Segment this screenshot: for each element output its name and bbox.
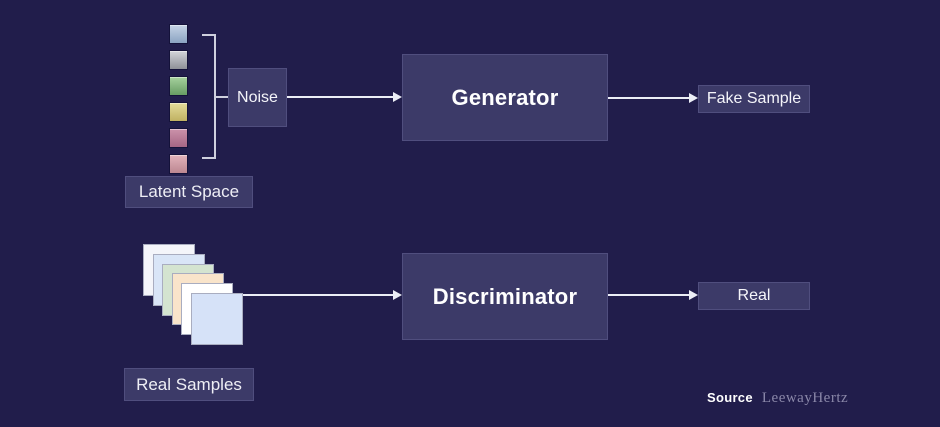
latent-square bbox=[169, 154, 188, 174]
real-samples-label: Real Samples bbox=[124, 368, 254, 401]
source-name: LeewayHertz bbox=[761, 390, 849, 406]
arrowhead-icon bbox=[689, 93, 698, 103]
arrowhead-icon bbox=[393, 92, 402, 102]
latent-square bbox=[169, 50, 188, 70]
arrowhead-icon bbox=[393, 290, 402, 300]
fake-sample-node: Fake Sample bbox=[698, 85, 810, 113]
arrow-line bbox=[287, 96, 394, 98]
real-output-node: Real bbox=[698, 282, 810, 310]
real-output-node-text: Real bbox=[737, 287, 771, 304]
arrow-line bbox=[608, 294, 689, 296]
latent-space-label: Latent Space bbox=[125, 176, 253, 208]
source-label: Source bbox=[707, 390, 753, 405]
real-samples-label-text: Real Samples bbox=[136, 374, 242, 394]
arrow-line bbox=[243, 294, 394, 296]
latent-square bbox=[169, 102, 188, 122]
generator-node-text: Generator bbox=[451, 84, 559, 110]
noise-node: Noise bbox=[228, 68, 287, 127]
latent-square bbox=[169, 24, 188, 44]
generator-node: Generator bbox=[402, 54, 608, 141]
fake-sample-node-text: Fake Sample bbox=[706, 90, 802, 107]
source-attribution: Source LeewayHertz bbox=[707, 390, 848, 407]
discriminator-node: Discriminator bbox=[402, 253, 608, 340]
arrow-line bbox=[608, 97, 689, 99]
latent-square bbox=[169, 76, 188, 96]
latent-space-label-text: Latent Space bbox=[138, 182, 240, 201]
discriminator-node-text: Discriminator bbox=[432, 283, 578, 309]
latent-square bbox=[169, 128, 188, 148]
real-sample-card bbox=[191, 293, 243, 345]
noise-node-text: Noise bbox=[237, 88, 278, 106]
bracket-middle-tick bbox=[214, 96, 228, 98]
bracket-bottom-tick bbox=[202, 157, 215, 159]
arrowhead-icon bbox=[689, 290, 698, 300]
bracket-top-tick bbox=[202, 34, 215, 36]
